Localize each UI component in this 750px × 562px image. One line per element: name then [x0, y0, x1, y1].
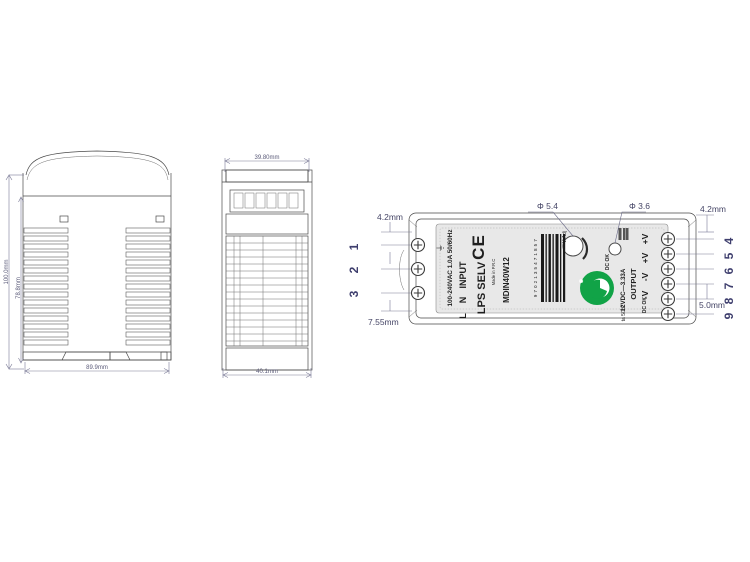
label-model-number: MDIN40W12	[502, 257, 511, 303]
dc-ok-led-hole	[608, 242, 622, 256]
callout-terminal-8: 8	[722, 297, 736, 304]
label-output-temp: ta 50℃	[621, 304, 627, 321]
front-view-fins-left	[23, 227, 69, 346]
terminal-screw	[660, 276, 676, 292]
label-made-in: Made in P.R.C	[491, 259, 496, 286]
terminal-screw	[660, 246, 676, 262]
label-input-title: INPUT	[458, 261, 468, 289]
barcode: 9 7 0 2 1 3 5 4 7 1 8 5 7	[533, 234, 566, 302]
front-view-fins-right	[125, 227, 171, 346]
front-view-width-overall: 89.9mm	[86, 365, 108, 371]
earth-symbol-icon: ⏚	[436, 244, 445, 252]
terminal-screw	[660, 291, 676, 307]
side-view: 39.80mm 40.1mm	[221, 155, 313, 378]
side-view-width-top: 39.80mm	[254, 155, 279, 161]
side-view-terminal-ports	[233, 192, 299, 209]
front-view-height-overall: 100.0mm	[4, 259, 10, 284]
barcode-digits: 9 7 0 2 1 3 5 4 7 1 8 5 7	[533, 239, 538, 298]
callout-terminal-6: 6	[722, 267, 736, 274]
callout-terminal-5: 5	[722, 252, 736, 259]
terminal-screws-right	[660, 231, 676, 322]
ce-mark-icon: CE	[469, 234, 488, 260]
side-view-vent-grid	[226, 236, 308, 346]
dim-edge-left-top: 4.2mm	[377, 212, 403, 222]
label-input-terminal-l: L	[458, 313, 468, 319]
top-view: 9 7 0 2 1 3 5 4 7 1 8 5 7 ◉ 100-240VAC 1…	[347, 201, 736, 327]
label-vadj: V Adj	[562, 231, 568, 243]
label-dc-ok-right: DC OK	[642, 297, 648, 314]
terminal-screw	[410, 261, 426, 277]
terminal-screw	[410, 285, 426, 301]
callout-terminal-7: 7	[722, 282, 736, 289]
label-dc-ok-left: DC OK	[605, 254, 611, 271]
terminal-screws-left	[399, 237, 426, 301]
label-output-terminal-nv2: -V	[640, 290, 650, 299]
callout-hole-large: Φ 5.4	[537, 201, 558, 211]
label-fine-print	[618, 228, 629, 240]
callout-hole-small: Φ 3.6	[629, 201, 650, 211]
callout-terminal-1: 1	[347, 243, 361, 250]
callout-terminal-9: 9	[722, 312, 736, 319]
terminal-screw	[660, 231, 676, 247]
front-view-height-body: 78.8mm	[16, 277, 22, 299]
label-output-terminal-nv1: -V	[640, 272, 650, 281]
label-output-terminal-pv2: +V	[640, 252, 650, 263]
brand-mark-text: ◉	[578, 277, 586, 285]
brand-logo: ◉	[578, 271, 614, 305]
label-output-title: OUTPUT	[629, 268, 638, 300]
front-view: 100.0mm 78.8mm 89.9mm	[4, 150, 172, 374]
callout-terminal-3: 3	[347, 290, 361, 297]
terminal-screw	[410, 237, 426, 253]
terminal-screw	[660, 306, 676, 322]
dim-pitch-right: 5.0mm	[699, 300, 725, 310]
label-output-spec: 12VDC—3.33A	[620, 268, 627, 311]
callout-terminal-4: 4	[722, 237, 736, 244]
side-view-width-bottom: 40.1mm	[256, 369, 278, 375]
terminal-screw	[660, 261, 676, 277]
label-input-spec: 100-240VAC 1.0A 50/60Hz	[447, 229, 454, 306]
label-lps-selv: LPS SELV	[476, 261, 488, 314]
label-input-terminal-n: N	[458, 297, 468, 304]
label-output-terminal-pv1: +V	[640, 233, 650, 244]
dim-edge-left-bottom: 7.55mm	[368, 317, 399, 327]
callout-terminal-2: 2	[347, 266, 361, 273]
dim-edge-right-top: 4.2mm	[700, 204, 726, 214]
